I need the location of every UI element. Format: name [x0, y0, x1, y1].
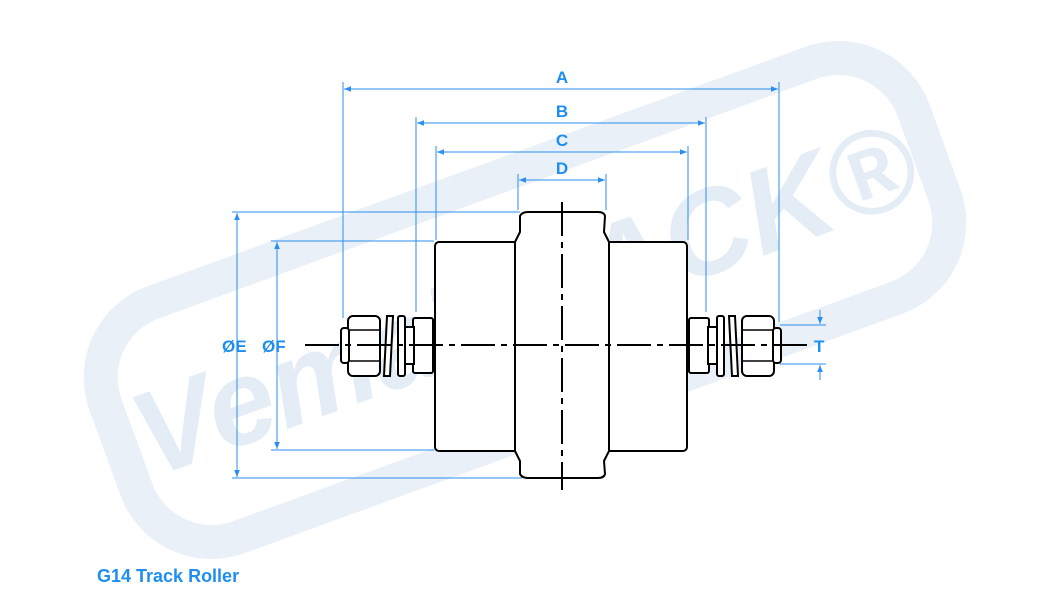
dim-a-label: A	[556, 68, 568, 87]
dim-e-label: ØE	[222, 337, 247, 356]
dim-b-label: B	[556, 102, 568, 121]
drawing-title: G14 Track Roller	[97, 566, 240, 586]
dim-f-label: ØF	[262, 337, 286, 356]
dim-t-label: T	[814, 337, 825, 356]
dim-d-label: D	[556, 159, 568, 178]
dim-c-label: C	[556, 131, 568, 150]
left-nut-assembly	[340, 315, 434, 377]
extension-lines	[232, 82, 826, 479]
dimension-lines	[234, 86, 823, 477]
